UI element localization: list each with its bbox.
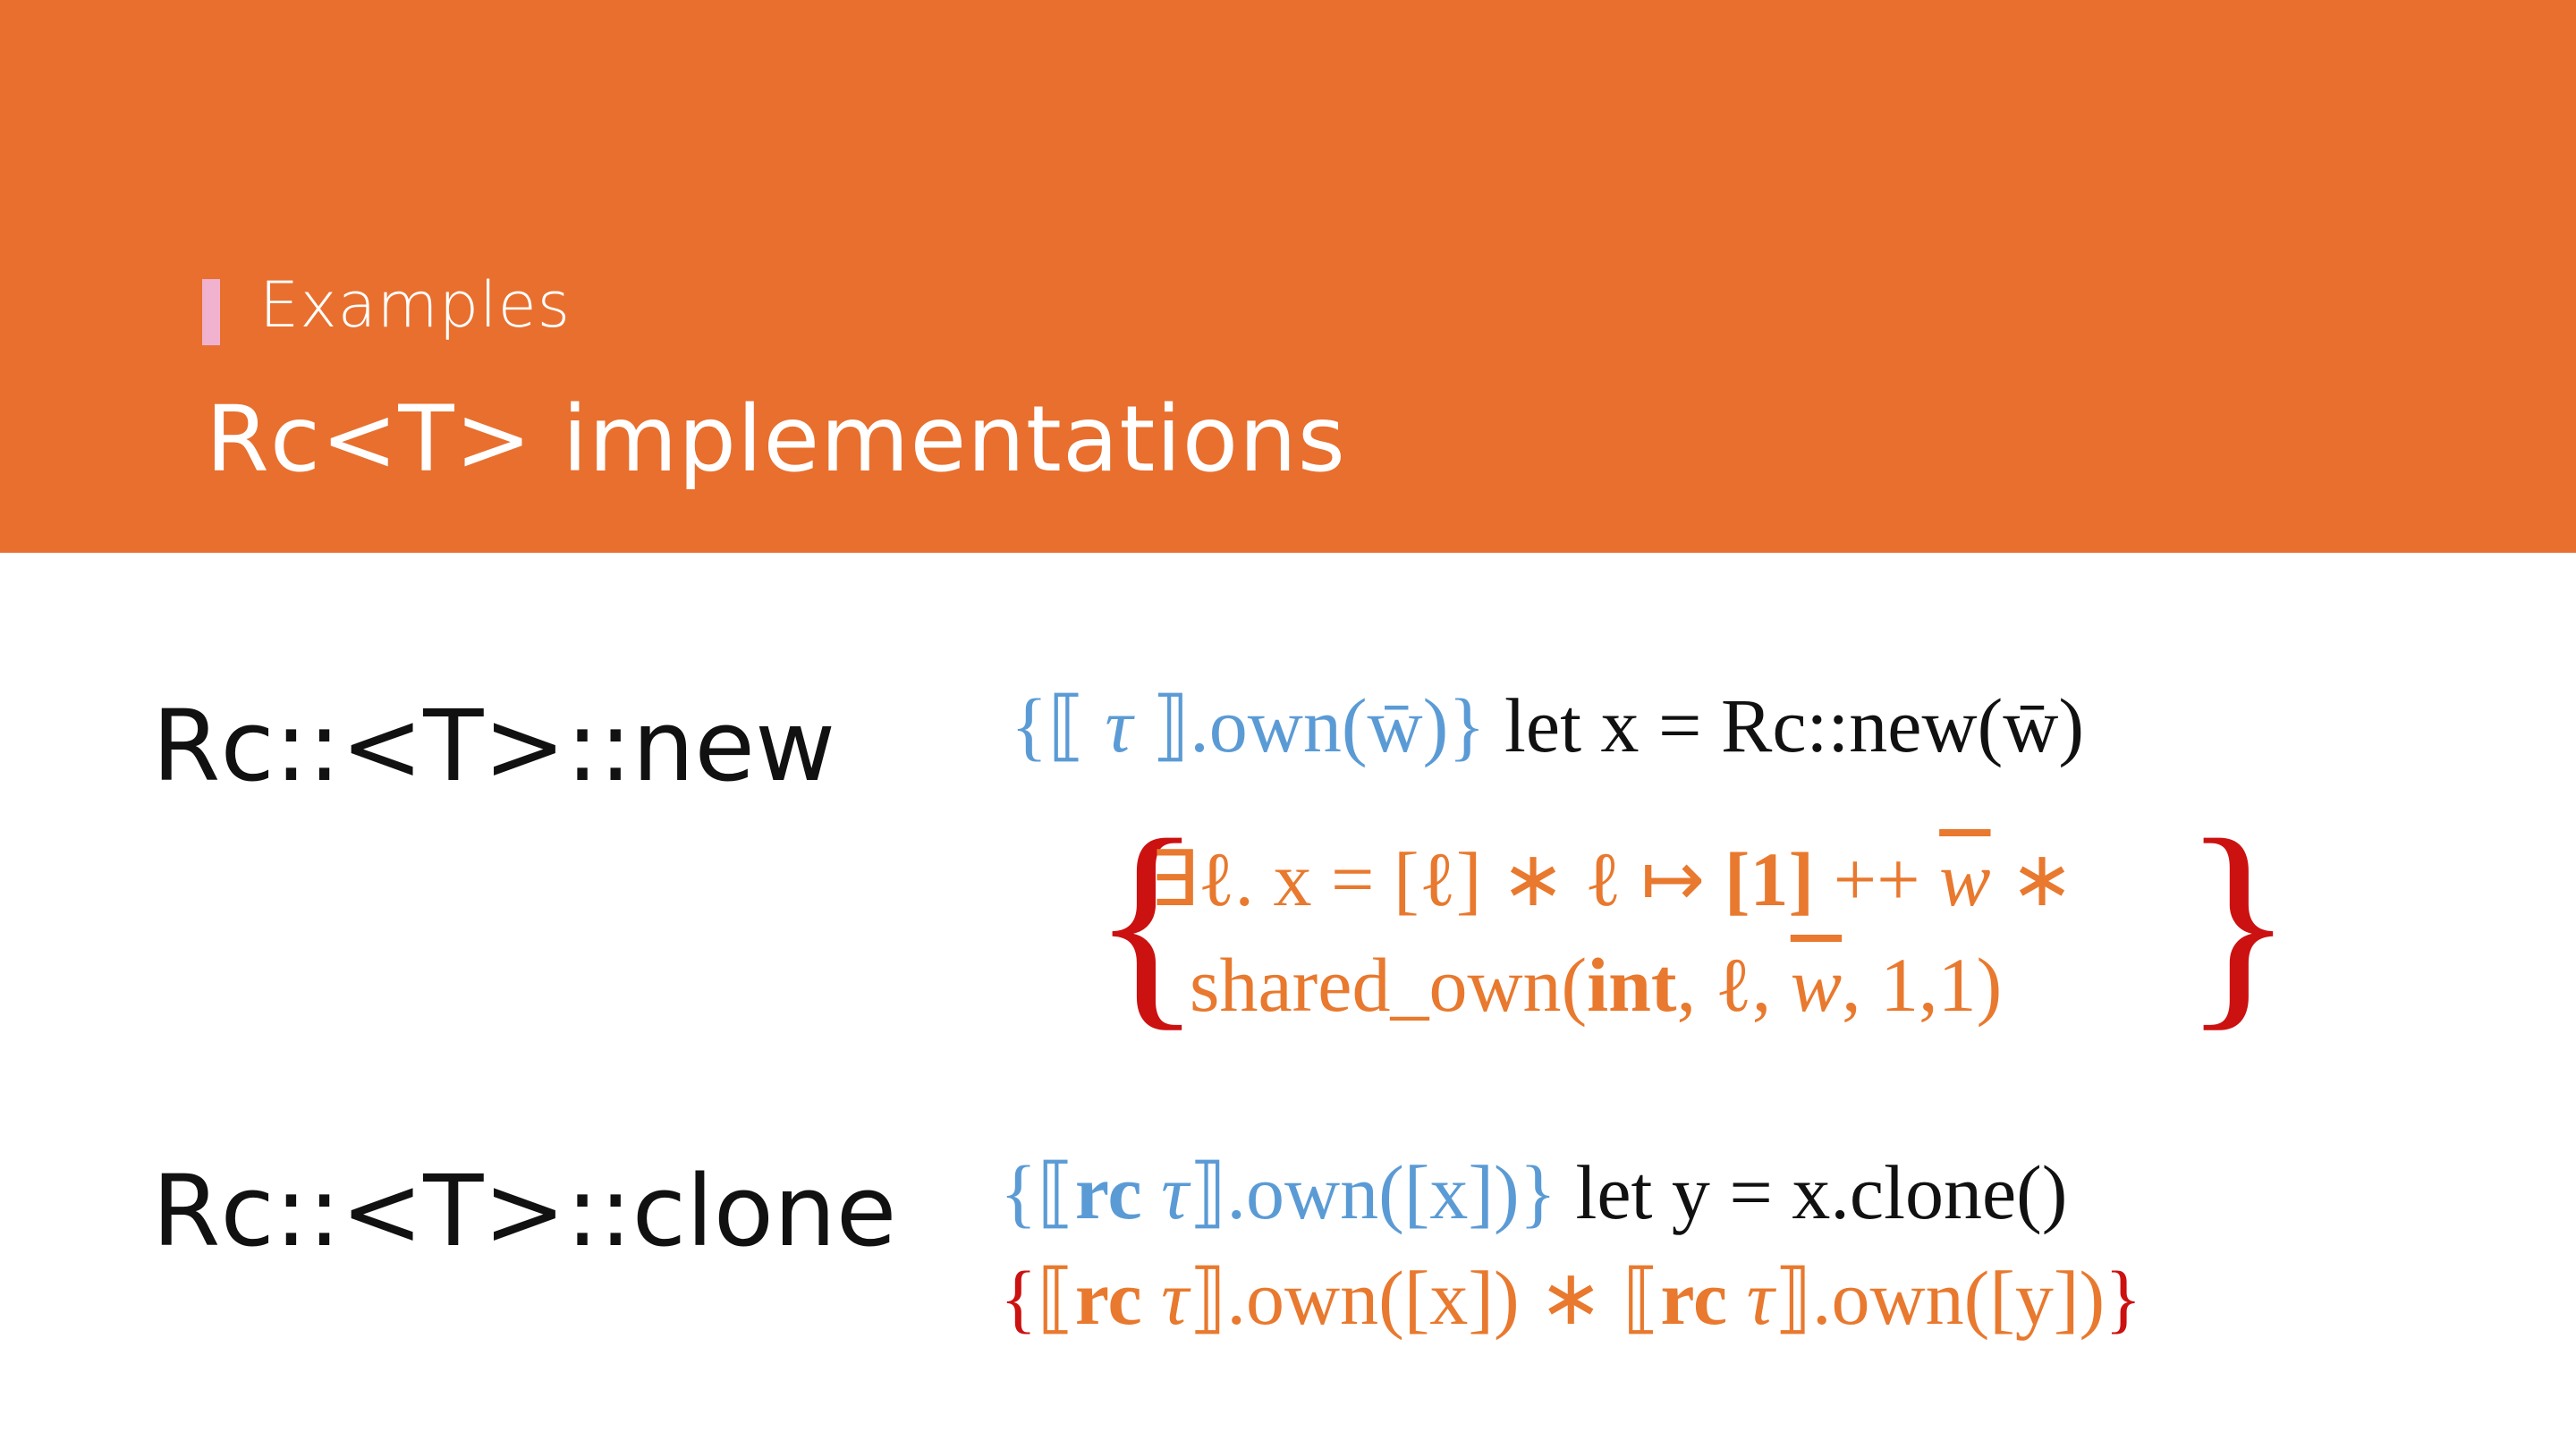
post-line1-star: ∗ [1990,836,2075,922]
post-line1-list: [1] [1724,836,1815,922]
post-left-big-brace: { [1091,792,1203,1050]
header-banner [0,0,2576,553]
new-precondition: {⟦ τ ⟧.own(w̄)} let x = Rc::new(w̄) [1011,687,2084,764]
pre-left-bracket: ⟦ [1047,682,1086,768]
clone-pre-tau: τ [1161,1149,1189,1235]
clone-post-tau1: τ [1161,1255,1189,1341]
pre-open-brace: { [1011,682,1048,768]
clone-post-rc2: rc [1660,1255,1728,1341]
pre-tau: τ [1105,682,1133,768]
section-label: Examples [259,268,572,342]
clone-post-rc1: rc [1074,1255,1142,1341]
clone-precondition: {⟦rc τ⟧.own([x])} let y = x.clone() [1000,1154,2067,1231]
new-post-line1: ∃ℓ. x = [ℓ] ∗ ℓ ↦ [1] ++ w ∗ [1149,841,2074,918]
new-post-line2: shared_own(int, ℓ, w, 1,1) [1190,946,2002,1023]
clone-post-open: { [1000,1255,1038,1341]
clone-post-close: } [2105,1255,2142,1341]
post-line2-int: int [1587,942,1677,1028]
pre-right-bracket: ⟧ [1151,682,1191,768]
post-line1-w: w [1939,836,1991,922]
clone-code: let y = x.clone() [1575,1149,2068,1235]
fn-name-clone: Rc::<T>::clone [152,1154,897,1268]
post-right-big-brace: } [2182,792,2294,1050]
section-accent-bar [202,279,220,345]
post-line2-w: w [1790,942,1843,1028]
post-line2-a: shared_own( [1190,942,1588,1028]
pre-close-brace: } [1448,682,1486,768]
clone-pre-rest: ⟧.own([x]) [1188,1149,1520,1235]
post-line2-b: , ℓ, [1676,942,1791,1028]
clone-pre-open: {⟦ [1000,1149,1075,1235]
clone-post-tau2: τ [1746,1255,1775,1341]
clone-post-mid2: ⟧.own([y]) [1774,1255,2106,1341]
post-line1-a: ∃ℓ. x = [ℓ] ∗ ℓ ↦ [1149,836,1724,922]
fn-name-new: Rc::<T>::new [152,689,836,803]
clone-postcondition: {⟦rc τ⟧.own([x]) ∗ ⟦rc τ⟧.own([y])} [1000,1259,2141,1336]
clone-post-lb1: ⟦ [1037,1255,1075,1341]
clone-post-mid1: ⟧.own([x]) ∗ ⟦ [1188,1255,1661,1341]
clone-pre-rc: rc [1074,1149,1142,1235]
post-line1-concat: ++ [1814,836,1940,922]
new-code: let x = Rc::new(w̄) [1504,682,2084,768]
clone-pre-close: } [1519,1149,1556,1235]
pre-own: .own(w̄) [1190,682,1449,768]
post-line2-c: , 1,1) [1842,942,2003,1028]
slide-title: Rc<T> implementations [206,386,1346,493]
